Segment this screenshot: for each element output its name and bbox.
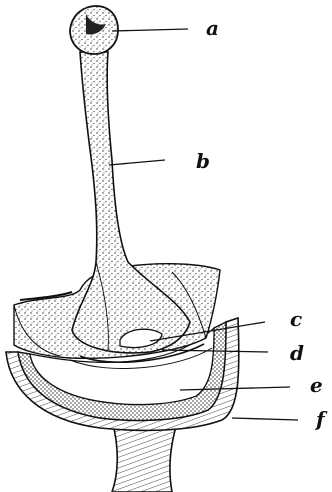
label-f: f (314, 407, 328, 431)
leader-f (232, 418, 298, 420)
leader-a (112, 29, 188, 31)
label-c: c (290, 307, 302, 331)
stigma (70, 6, 118, 54)
label-d: d (290, 341, 304, 365)
leader-b (109, 160, 165, 165)
label-a: a (206, 16, 219, 40)
label-e: e (310, 373, 323, 397)
label-b: b (196, 149, 210, 173)
style (72, 52, 190, 353)
